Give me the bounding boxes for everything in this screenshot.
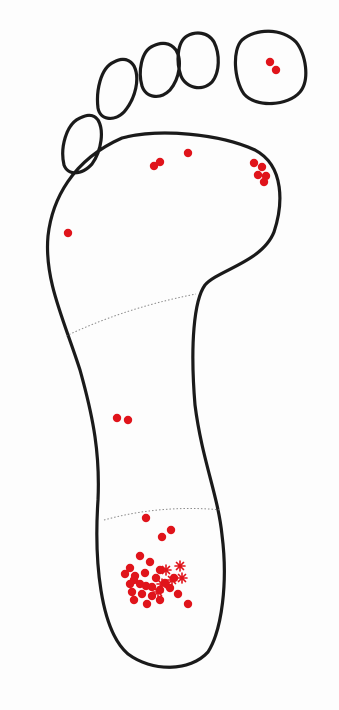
marker-dot	[250, 159, 258, 167]
marker-dot	[141, 569, 149, 577]
marker-star	[153, 587, 163, 597]
marker-dot	[64, 229, 72, 237]
toe-4	[98, 59, 137, 118]
marker-star	[161, 565, 171, 575]
marker-dot	[138, 590, 146, 598]
marker-dot	[158, 533, 166, 541]
marker-dot	[272, 66, 280, 74]
marker-star	[175, 561, 185, 571]
marker-dot	[166, 584, 174, 592]
toe-3	[140, 43, 179, 96]
marker-dot	[184, 600, 192, 608]
toe-big	[235, 31, 305, 103]
marker-dot	[156, 596, 164, 604]
marker-star	[177, 573, 187, 583]
marker-dot	[167, 526, 175, 534]
marker-dot	[174, 590, 182, 598]
marker-dot	[142, 514, 150, 522]
sole-outline	[47, 133, 279, 667]
marker-dot	[113, 414, 121, 422]
marker-dot	[156, 158, 164, 166]
heel-divider-line	[104, 508, 222, 520]
marker-dot	[126, 580, 134, 588]
marker-dot	[136, 552, 144, 560]
toe-2	[178, 33, 218, 88]
marker-dot	[254, 171, 262, 179]
marker-dot	[266, 58, 274, 66]
marker-dot	[143, 600, 151, 608]
marker-dot	[136, 580, 144, 588]
marker-dot	[146, 558, 154, 566]
forefoot-divider-line	[66, 294, 196, 336]
marker-dot	[124, 416, 132, 424]
marker-dot	[128, 588, 136, 596]
marker-dot	[184, 149, 192, 157]
marker-dot	[121, 570, 129, 578]
marker-dot	[260, 178, 268, 186]
marker-dot	[258, 163, 266, 171]
marker-star	[167, 575, 177, 585]
marker-dot	[130, 596, 138, 604]
